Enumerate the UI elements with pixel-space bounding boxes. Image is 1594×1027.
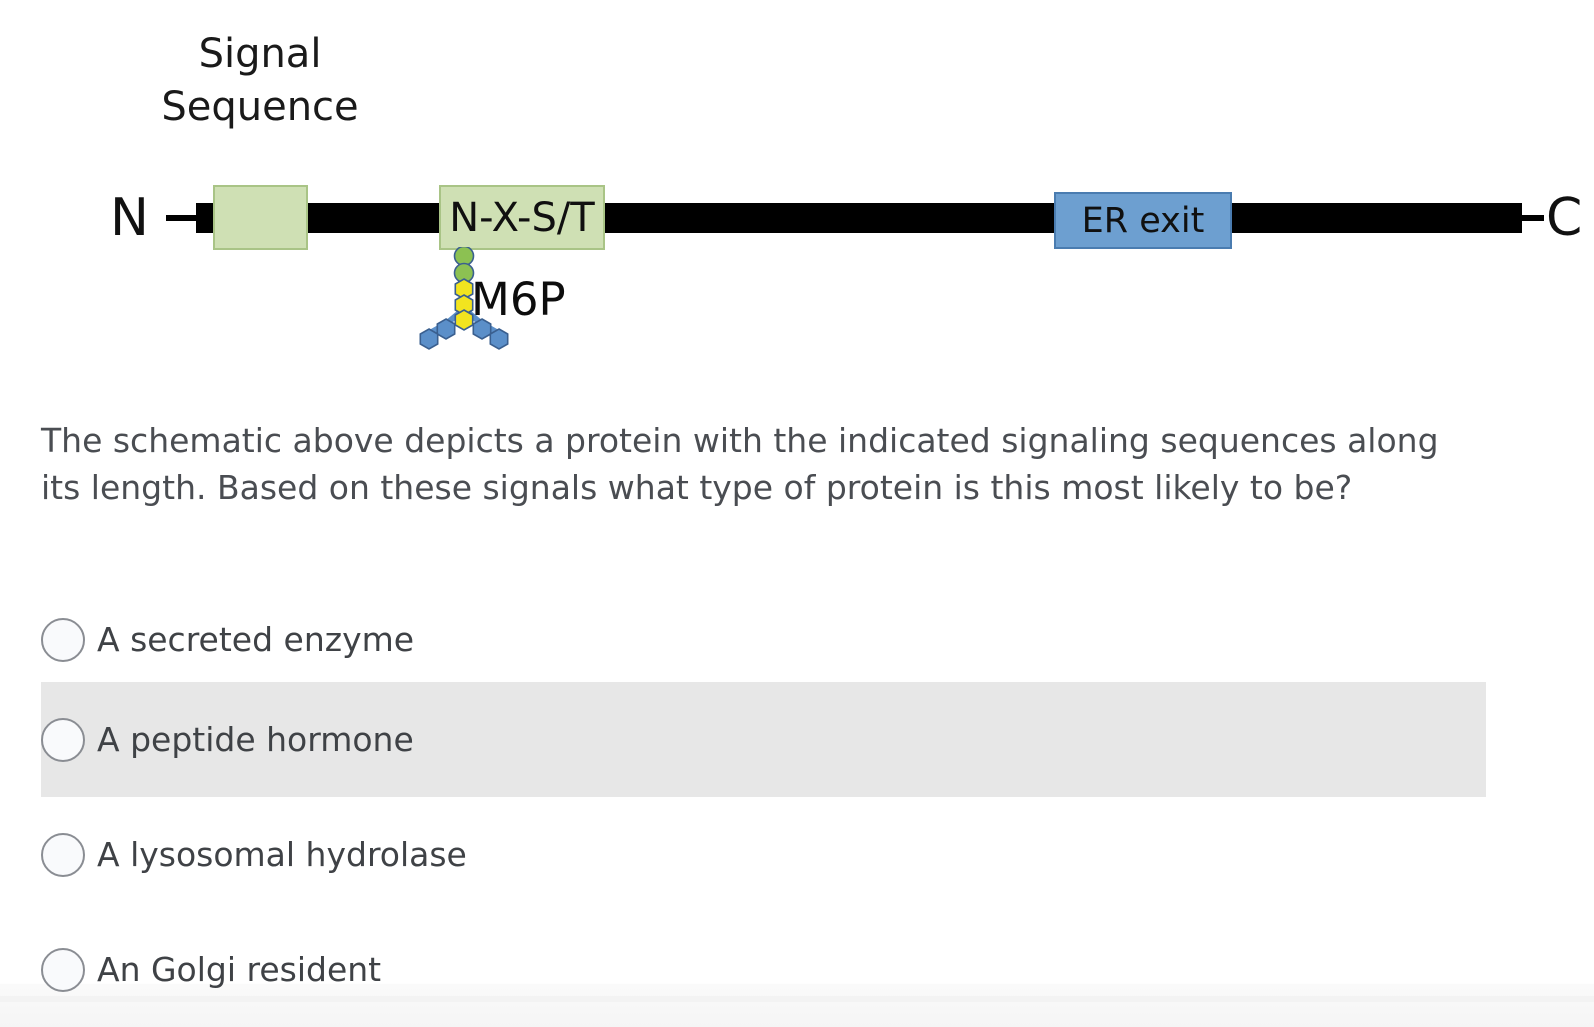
n-terminus-connector [166, 215, 202, 221]
c-terminus-connector [1518, 215, 1544, 221]
answer-option-label-1: A peptide hormone [97, 720, 414, 759]
radio-button-icon-1[interactable] [41, 717, 85, 762]
answer-option-label-0: A secreted enzyme [97, 620, 415, 659]
signal-sequence-label: Signal Sequence [161, 31, 359, 130]
n-terminus-label: N [110, 188, 149, 248]
radio-button-icon-2[interactable] [41, 832, 85, 877]
er-exit-signal-box: ER exit [1054, 192, 1232, 249]
answer-option-1[interactable]: A peptide hormone [41, 682, 1486, 797]
m6p-label: M6P [471, 273, 566, 326]
glycan-structure-icon [418, 245, 518, 352]
n-glycosylation-motif-box: N-X-S/T [439, 185, 605, 250]
answer-option-3[interactable]: An Golgi resident [0, 912, 1594, 1027]
bottom-divider [0, 996, 1594, 1002]
answer-option-label-2: A lysosomal hydrolase [97, 835, 467, 874]
c-terminus-label: C [1546, 188, 1583, 248]
question-text: The schematic above depicts a protein wi… [41, 421, 1439, 507]
answer-option-0[interactable]: A secreted enzyme [41, 582, 1486, 697]
signal-sequence-box [213, 185, 308, 250]
protein-backbone-line [196, 203, 1522, 233]
answer-option-label-3: An Golgi resident [97, 950, 382, 989]
radio-button-icon-3[interactable] [41, 947, 85, 992]
answer-option-2[interactable]: A lysosomal hydrolase [41, 797, 1486, 912]
protein-schematic-figure: Signal Sequence N C N-X-S/T ER exit [0, 0, 1594, 400]
radio-button-icon-0[interactable] [41, 617, 85, 662]
